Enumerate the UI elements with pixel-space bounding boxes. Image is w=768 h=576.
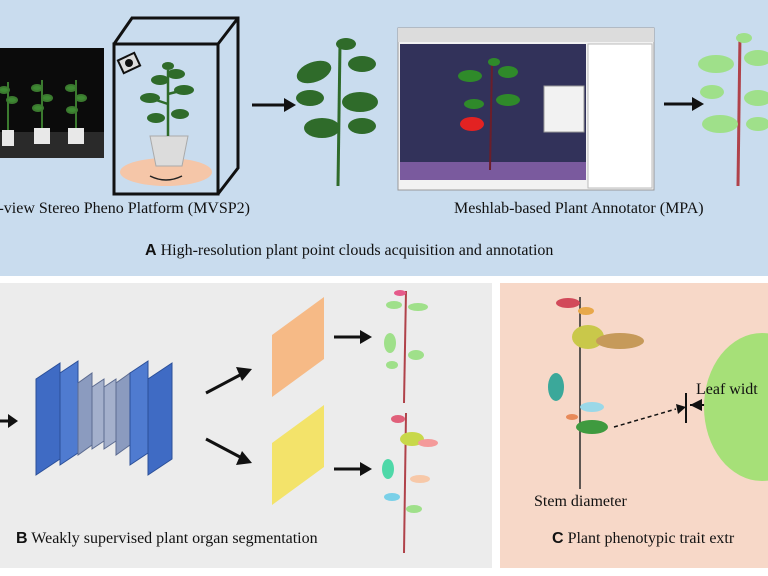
camera-icon <box>116 51 142 75</box>
panel-b-letter: B <box>16 530 28 547</box>
panel-a: i-view Stereo Pheno Platform (MVSP2) Mes… <box>0 0 768 276</box>
panel-a-letter: A <box>145 242 157 259</box>
panel-c-caption-text: Plant phenotypic trait extr <box>567 530 735 547</box>
feature-map-orange <box>272 297 324 397</box>
arrow-right-icon <box>664 97 704 111</box>
leaf-closeup <box>704 333 768 481</box>
leaf-width-label: Leaf widt <box>696 381 758 398</box>
segmented-plant-stem-leaf <box>384 290 428 404</box>
segmented-plant-organs <box>382 412 438 554</box>
arrow-down-right-icon <box>205 437 252 465</box>
arrow-right-icon <box>334 462 372 476</box>
measured-plant <box>548 297 644 483</box>
stem-diameter-label: Stem diameter <box>534 493 627 510</box>
panel-c-caption: C Plant phenotypic trait extr <box>552 530 734 548</box>
meshlab-screenshot <box>397 27 655 191</box>
arrow-right-icon <box>0 414 18 428</box>
panel-c-letter: C <box>552 530 564 547</box>
plant-photo <box>0 48 104 158</box>
panel-b-caption-text: Weakly supervised plant organ segmentati… <box>31 530 318 547</box>
arrow-right-icon <box>334 330 372 344</box>
panel-b-illustration <box>0 290 438 554</box>
annotator-label: Meshlab-based Plant Annotator (MPA) <box>454 200 704 217</box>
panel-b-caption: B Weakly supervised plant organ segmenta… <box>16 530 318 548</box>
arrow-right-icon <box>252 98 296 112</box>
panel-b: B Weakly supervised plant organ segmenta… <box>0 283 492 568</box>
annotated-plant <box>698 33 768 187</box>
feature-map-yellow <box>272 405 324 505</box>
panel-a-caption: A High-resolution plant point clouds acq… <box>145 242 553 260</box>
platform-label: i-view Stereo Pheno Platform (MVSP2) <box>0 200 250 217</box>
panel-c: Leaf widt Stem diameter C Plant phenotyp… <box>500 283 768 568</box>
panel-c-illustration <box>548 297 768 489</box>
arrow-up-right-icon <box>205 367 252 395</box>
panel-a-illustration <box>0 16 768 196</box>
panel-a-caption-text: High-resolution plant point clouds acqui… <box>160 242 554 259</box>
neural-network <box>35 360 173 476</box>
point-cloud-plant <box>296 38 378 187</box>
pheno-platform-box <box>112 16 240 196</box>
